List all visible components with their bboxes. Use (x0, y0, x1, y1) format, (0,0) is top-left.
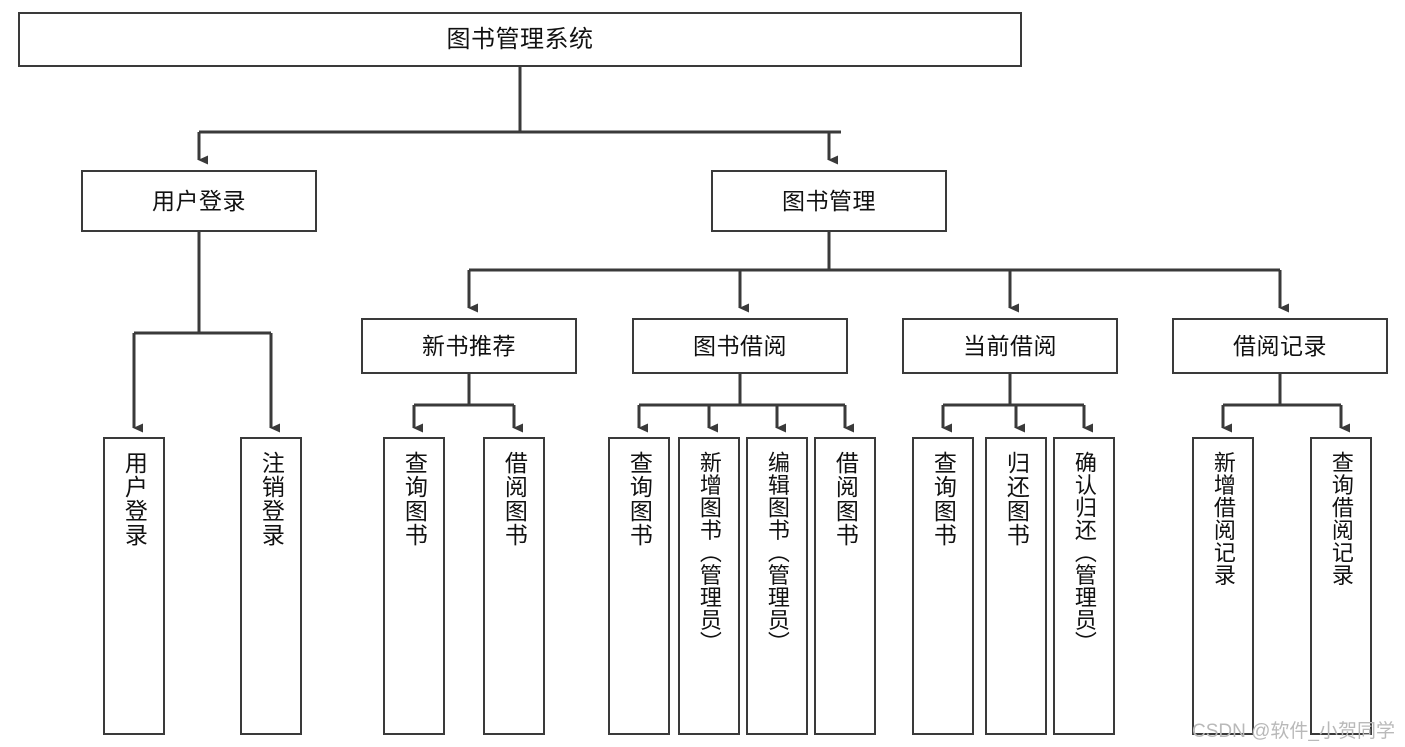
node-leaf-add-borrow-record[interactable]: 新增借阅记录 (1192, 437, 1254, 735)
node-label: 新增图书（管理员） (696, 451, 722, 654)
node-leaf-borrow-book-recommend[interactable]: 借阅图书 (483, 437, 545, 735)
watermark: CSDN @软件_小贺同学 (1192, 721, 1395, 742)
node-label: 新增借阅记录 (1210, 451, 1236, 586)
node-leaf-query-book-recommend[interactable]: 查询图书 (383, 437, 445, 735)
node-leaf-confirm-return-admin[interactable]: 确认归还（管理员） (1053, 437, 1115, 735)
node-label: 查询图书 (626, 451, 653, 547)
node-leaf-edit-book-admin[interactable]: 编辑图书（管理员） (746, 437, 808, 735)
node-level3-borrow-records[interactable]: 借阅记录 (1172, 318, 1388, 374)
node-label: 查询图书 (401, 451, 428, 547)
node-leaf-return-book[interactable]: 归还图书 (985, 437, 1047, 735)
node-level2-user-login[interactable]: 用户登录 (81, 170, 317, 232)
node-leaf-add-book-admin[interactable]: 新增图书（管理员） (678, 437, 740, 735)
node-label: 借阅图书 (501, 451, 528, 547)
node-root[interactable]: 图书管理系统 (18, 12, 1022, 67)
node-label: 确认归还（管理员） (1071, 451, 1097, 654)
node-label: 查询图书 (930, 451, 957, 547)
node-label: 借阅图书 (832, 451, 859, 547)
node-label: 归还图书 (1003, 451, 1030, 547)
node-leaf-user-login[interactable]: 用户登录 (103, 437, 165, 735)
node-label: 图书管理 (782, 187, 876, 214)
node-leaf-logout[interactable]: 注销登录 (240, 437, 302, 735)
node-label: 编辑图书（管理员） (764, 451, 790, 654)
node-leaf-query-book-current[interactable]: 查询图书 (912, 437, 974, 735)
node-level2-book-management[interactable]: 图书管理 (711, 170, 947, 232)
node-label: 注销登录 (258, 451, 285, 547)
node-leaf-borrow-book[interactable]: 借阅图书 (814, 437, 876, 735)
node-label: 借阅记录 (1233, 332, 1327, 359)
node-level3-book-borrow[interactable]: 图书借阅 (632, 318, 848, 374)
node-level3-new-book-recommend[interactable]: 新书推荐 (361, 318, 577, 374)
node-leaf-query-borrow-record[interactable]: 查询借阅记录 (1310, 437, 1372, 735)
node-label: 查询借阅记录 (1328, 451, 1354, 586)
node-level3-current-borrow[interactable]: 当前借阅 (902, 318, 1118, 374)
node-label: 用户登录 (121, 451, 148, 547)
node-label: 图书管理系统 (446, 25, 594, 53)
node-label: 新书推荐 (422, 332, 516, 359)
node-label: 图书借阅 (693, 332, 787, 359)
node-leaf-query-book-borrow[interactable]: 查询图书 (608, 437, 670, 735)
node-label: 当前借阅 (963, 332, 1057, 359)
node-label: 用户登录 (152, 187, 246, 214)
